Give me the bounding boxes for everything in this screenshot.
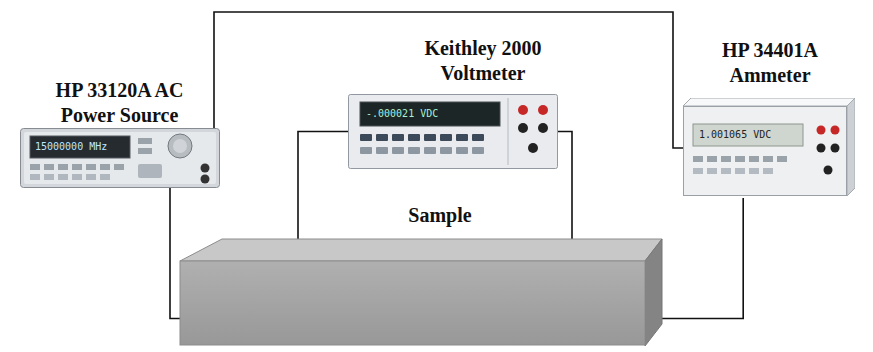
test-lead-wire xyxy=(558,132,572,241)
instrument-label: Keithley 2000 Voltmeter xyxy=(408,36,558,86)
instrument-label: Sample xyxy=(355,203,525,228)
node-body: 15000000 MHz xyxy=(20,128,220,188)
voltmeter-node: Keithley 2000 Voltmeter -.000021 VDC xyxy=(348,36,558,169)
test-lead-wire xyxy=(170,188,180,319)
display-reading: -.000021 VDC xyxy=(366,108,438,120)
node-body: -.000021 VDC xyxy=(348,94,558,169)
test-lead-wire xyxy=(298,132,348,243)
function-generator-illustration xyxy=(20,128,220,188)
instrument-label: HP 34401A Ammeter xyxy=(690,38,850,88)
node-body: 1.001065 VDC xyxy=(683,98,855,198)
test-lead-wire xyxy=(662,198,743,319)
sample-node: Sample xyxy=(178,203,663,346)
ammeter-illustration xyxy=(683,98,855,198)
display-reading: 15000000 MHz xyxy=(35,141,107,153)
voltmeter-illustration xyxy=(348,94,558,169)
sample-bar-illustration xyxy=(178,236,663,346)
display-reading: 1.001065 VDC xyxy=(699,129,771,141)
instrument-label: HP 33120A AC Power Source xyxy=(37,78,202,128)
power-source-node: HP 33120A AC Power Source 15000000 MHz xyxy=(20,78,220,188)
ammeter-node: HP 34401A Ammeter 1.001065 VDC xyxy=(683,38,855,198)
node-body xyxy=(178,236,663,346)
